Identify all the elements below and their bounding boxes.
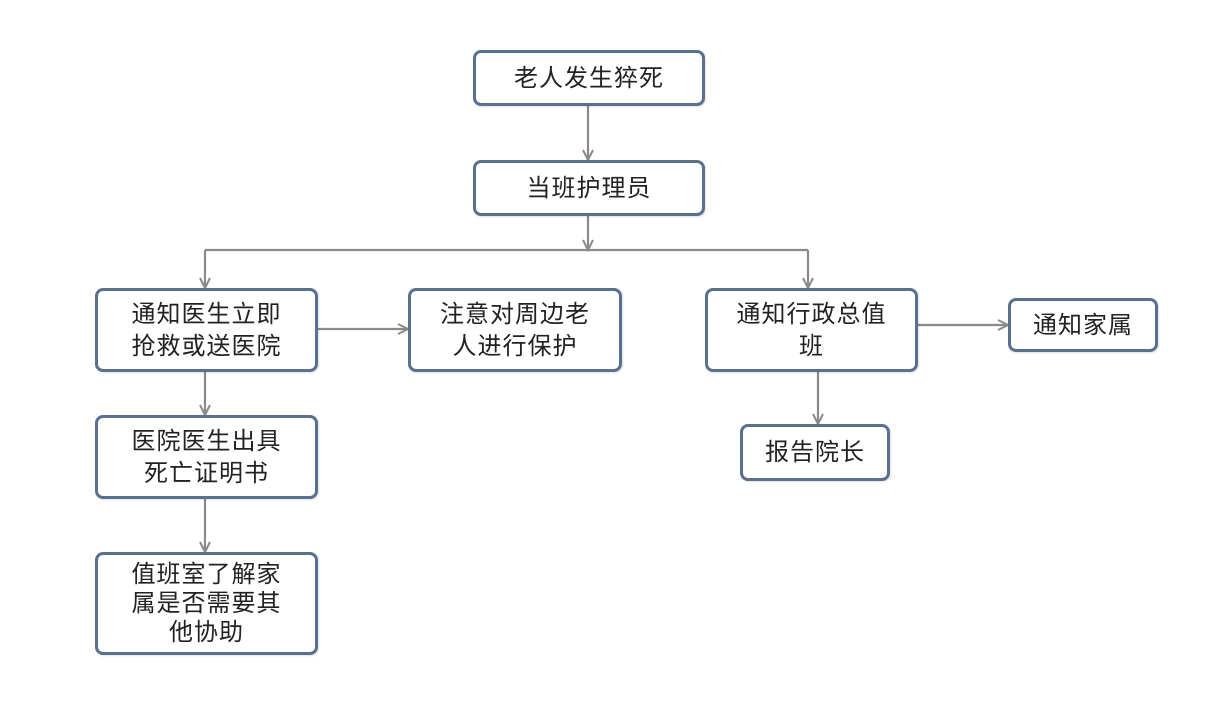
node-protect-others: 注意对周边老 人进行保护 bbox=[408, 288, 622, 372]
node-notify-doctor: 通知医生立即 抢救或送医院 bbox=[95, 288, 318, 372]
node-notify-family: 通知家属 bbox=[1008, 298, 1158, 352]
node-duty-caregiver: 当班护理员 bbox=[473, 160, 705, 216]
node-duty-office-assist: 值班室了解家 属是否需要其 他协助 bbox=[95, 552, 318, 655]
node-report-director: 报告院长 bbox=[740, 424, 890, 481]
node-notify-admin: 通知行政总值 班 bbox=[705, 288, 918, 372]
node-sudden-death: 老人发生猝死 bbox=[473, 50, 705, 106]
node-death-certificate: 医院医生出具 死亡证明书 bbox=[95, 415, 318, 499]
